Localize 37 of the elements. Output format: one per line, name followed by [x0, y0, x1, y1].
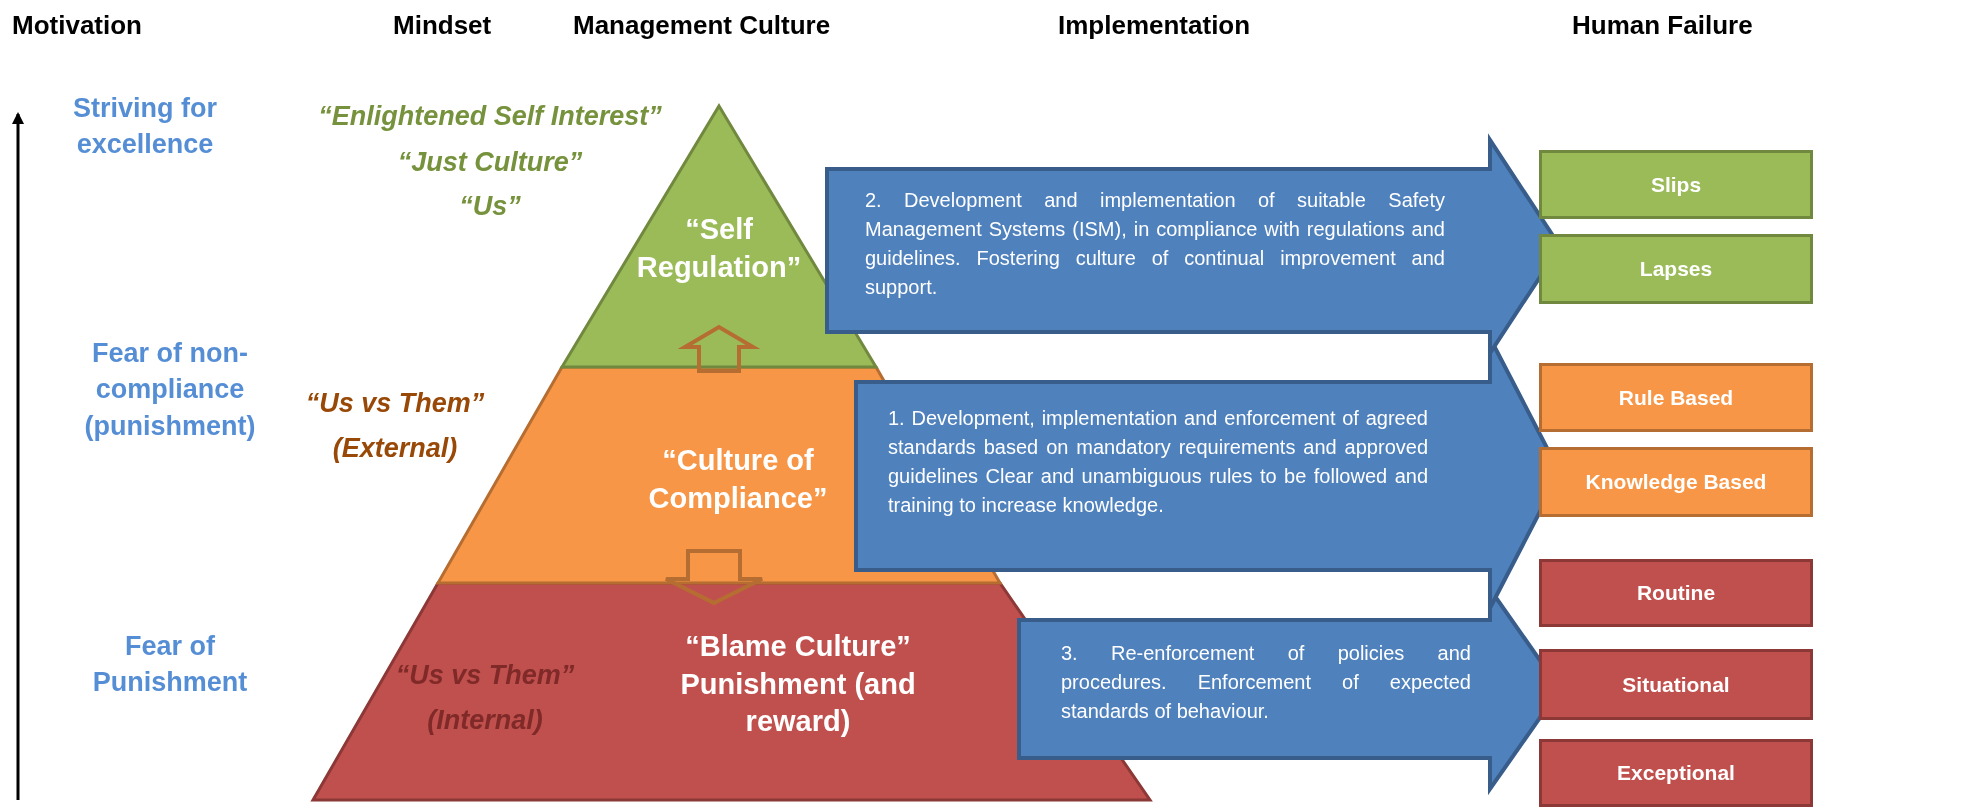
mindset-label: “Enlightened Self Interest”	[317, 100, 663, 133]
motivation-label: Striving for excellence	[72, 92, 218, 162]
hollow-arrow	[664, 549, 764, 606]
category-box	[1539, 649, 1813, 720]
motivation-label: Fear of Punishment	[91, 630, 249, 700]
mindset-label: (Internal)	[426, 704, 544, 737]
column-header: Human Failure	[1572, 9, 1753, 42]
category-label: Slips	[1650, 172, 1702, 197]
category-label: Rule Based	[1618, 385, 1734, 410]
mindset-label: (External)	[331, 432, 459, 465]
tier-title: “Culture of Compliance”	[647, 443, 829, 516]
category-box	[1539, 234, 1813, 304]
tier-title: “Self Regulation”	[635, 212, 803, 285]
category-box	[1539, 559, 1813, 627]
column-header: Motivation	[12, 9, 142, 42]
arrow-text: 2. Development and implementation of suitable Safety Management Systems (ISM), in compliance with regulations and guidelines. Fostering culture of continual improvement and support.	[865, 188, 1445, 300]
mindset-label: “Us vs Them”	[394, 659, 576, 692]
column-header: Mindset	[393, 9, 492, 42]
column-header: Management Culture	[573, 9, 831, 42]
arrow-text: 1. Development, implementation and enforcement of agreed standards based on mandatory requirements and approved guidelines Clear and unambiguous rules to be followed and training to increase knowledge.	[888, 406, 1428, 518]
category-label: Knowledge Based	[1585, 470, 1767, 494]
arrow-text: 3. Re-enforcement of policies and procedures. Enforcement of expected standards of behaviour.	[1061, 641, 1471, 724]
mindset-label: “Us”	[458, 190, 522, 223]
hollow-arrow	[677, 324, 761, 373]
mindset-label: “Us vs Them”	[304, 387, 486, 420]
category-box	[1539, 150, 1813, 219]
category-label: Situational	[1622, 672, 1730, 697]
column-header: Implementation	[1058, 9, 1251, 42]
mindset-label: “Just Culture”	[396, 146, 584, 179]
category-box	[1539, 739, 1813, 807]
category-label: Routine	[1636, 581, 1716, 605]
category-label: Exceptional	[1617, 761, 1735, 785]
motivation-label: Fear of non-compliance (punishment)	[83, 337, 257, 443]
tier-title: “Blame Culture” Punishment (and reward)	[679, 629, 917, 740]
category-box	[1539, 447, 1813, 517]
category-box	[1539, 363, 1813, 432]
category-label: Lapses	[1639, 257, 1713, 281]
